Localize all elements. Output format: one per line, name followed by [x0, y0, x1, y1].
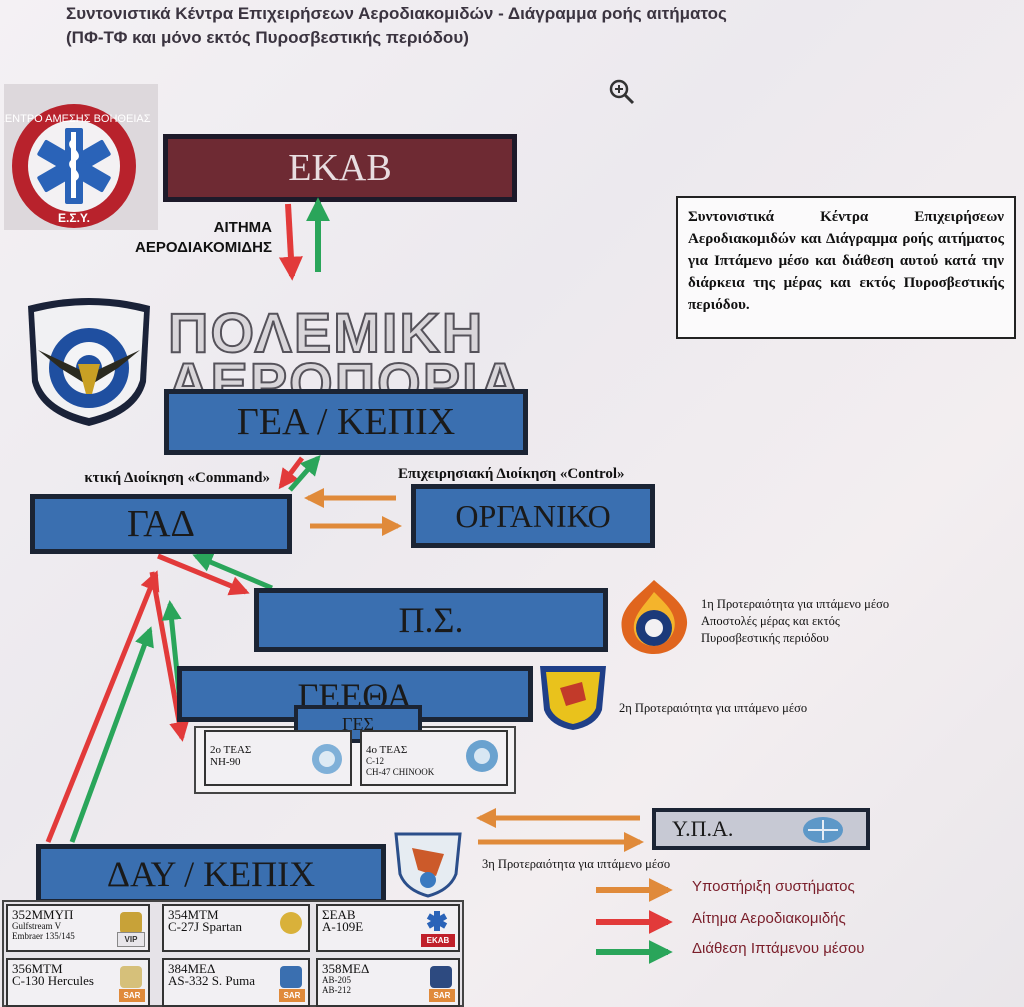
- ekab-logo-ring-text: ΚΕΝΤΡΟ ΑΜΕΣΗΣ ΒΟΗΘΕΙΑΣ: [4, 113, 151, 125]
- squadron-aircraft-2: Embraer 135/145: [12, 931, 75, 941]
- squadron-aircraft: Gulfstream V: [12, 921, 62, 931]
- squadron-badge-icon: [466, 740, 498, 772]
- command-label: κτική Διοίκηση «Command»: [84, 470, 270, 486]
- zoom-in-icon[interactable]: [608, 78, 636, 106]
- squadron-aircraft: C-130 Hercules: [12, 973, 94, 988]
- hndgs-emblem: [540, 666, 606, 730]
- priority-1-line1: 1η Προτεραιότητα για ιπτάμενο μέσο: [701, 597, 890, 611]
- priority-1-line3: Πυροσβεστικής περιόδου: [701, 631, 829, 645]
- request-label-line1: ΑΙΤΗΜΑ: [213, 219, 272, 236]
- squadron-aircraft: AB-205: [322, 975, 351, 985]
- army-unit-aircraft-2: CH-47 CHINOOK: [366, 767, 435, 777]
- priority-1: 1η Προτεραιότητα για ιπτάμενο μέσο Αποστ…: [701, 596, 889, 647]
- squadron-name: 384ΜΕΔ: [168, 961, 216, 976]
- squadron-card[interactable]: 352ΜΜΥΠ Gulfstream V Embraer 135/145 VIP: [6, 904, 150, 952]
- squadron-card[interactable]: 384ΜΕΔ AS-332 S. Puma SAR: [162, 958, 310, 1007]
- arrow-dispatch-gad-gea: [288, 454, 321, 492]
- army-unit-aircraft: C-12: [366, 756, 384, 766]
- node-gad[interactable]: ΓΑΔ: [30, 494, 292, 554]
- squadron-aircraft: AS-332 S. Puma: [168, 973, 256, 988]
- priority-2: 2η Προτεραιότητα για ιπτάμενο μέσο: [619, 701, 808, 715]
- squadron-tag: SAR: [279, 989, 305, 1002]
- node-ps-label: Π.Σ.: [398, 600, 464, 640]
- squadron-badge-icon: [280, 966, 302, 988]
- army-unit-aircraft: NH-90: [210, 756, 241, 768]
- arrow-request-gad-ps: [157, 553, 250, 596]
- day-emblem: [394, 832, 462, 898]
- legend-request: Αίτημα Αεροδιακομιδής: [692, 910, 846, 927]
- squadron-aircraft-2: AB-212: [322, 985, 351, 995]
- squadron-card[interactable]: ΣΕΑΒ A-109E ΕΚΑΒ: [316, 904, 460, 952]
- fire-service-emblem: [621, 580, 688, 654]
- squadron-badge-icon: [430, 966, 452, 988]
- squadron-badge-icon: [120, 966, 142, 988]
- arrow-dispatch-day-gad: [69, 626, 154, 843]
- ekab-logo: ΚΕΝΤΡΟ ΑΜΕΣΗΣ ΒΟΗΘΕΙΑΣ Ε.Σ.Υ.: [4, 84, 158, 230]
- squadron-tag: SAR: [429, 989, 455, 1002]
- army-unit-card[interactable]: 4ο ΤΕΑΣ C-12 CH-47 CHINOOK: [360, 730, 508, 786]
- node-organiko[interactable]: ΟΡΓΑΝΙΚΟ: [411, 484, 655, 548]
- squadron-tag: VIP: [117, 932, 145, 947]
- arrow-request-gea-gad: [278, 456, 304, 490]
- squadron-name: ΣΕΑΒ: [322, 907, 356, 922]
- ypa-logo: [803, 817, 843, 843]
- node-ges-label: ΓΕΣ: [342, 713, 374, 734]
- squadron-aircraft: C-27J Spartan: [168, 919, 243, 934]
- army-unit-name: 2ο ΤΕΑΣ: [210, 744, 252, 756]
- arrow-dispatch-ps-gad: [192, 552, 273, 591]
- air-force-wordmark-2: ΑΕΡΟΠΟΡΙΑ: [168, 354, 523, 390]
- node-organiko-label: ΟΡΓΑΝΙΚΟ: [455, 497, 611, 534]
- node-ps[interactable]: Π.Σ.: [254, 588, 608, 652]
- squadron-badge-icon: [280, 912, 302, 934]
- squadron-name: 354ΜΤΜ: [168, 907, 219, 922]
- priority-1-line2: Αποστολές μέρας και εκτός: [701, 614, 840, 628]
- squadron-name: 352ΜΜΥΠ: [12, 907, 74, 922]
- arrow-request-ekab-gea: [278, 203, 303, 281]
- army-unit-name: 4ο ΤΕΑΣ: [366, 744, 408, 756]
- squadron-card[interactable]: 354ΜΤΜ C-27J Spartan: [162, 904, 310, 952]
- node-gad-label: ΓΑΔ: [127, 503, 195, 545]
- priority-3: 3η Προτεραιότητα για ιπτάμενο μέσο: [482, 857, 671, 871]
- node-ypa[interactable]: Υ.Π.Α.: [652, 808, 870, 850]
- legend-support: Υποστήριξη συστήματος: [692, 878, 855, 895]
- squadron-tag: ΕΚΑΒ: [421, 934, 455, 947]
- air-force-wordmark-1: ΠΟΛΕΜΙΚΗ: [167, 301, 485, 364]
- army-unit-card[interactable]: 2ο ΤΕΑΣ NH-90: [204, 730, 352, 786]
- squadron-card[interactable]: 356ΜΤΜ C-130 Hercules SAR: [6, 958, 150, 1007]
- squadron-name: 356ΜΤΜ: [12, 961, 63, 976]
- squadron-aircraft: A-109E: [322, 919, 364, 934]
- node-ypa-label: Υ.Π.Α.: [672, 816, 734, 841]
- squadron-name: 358ΜΕΔ: [322, 961, 370, 976]
- ekab-logo-bottom-text: Ε.Σ.Υ.: [58, 211, 90, 225]
- node-day-label: ΔΑΥ / ΚΕΠΙΧ: [106, 854, 316, 894]
- squadron-badge-icon: [312, 744, 342, 774]
- description-note: Συντονιστικά Κέντρα Επιχειρήσεων Αεροδια…: [676, 196, 1016, 339]
- request-label: ΑΙΤΗΜΑ ΑΕΡΟΔΙΑΚΟΜΙΔΗΣ: [60, 218, 272, 258]
- node-gea-kepix[interactable]: ΓΕΑ / ΚΕΠΙΧ: [164, 389, 528, 455]
- squadron-tag: SAR: [119, 989, 145, 1002]
- node-gea-label: ΓΕΑ / ΚΕΠΙΧ: [236, 401, 456, 443]
- page-subtitle: (ΠΦ-ΤΦ και μόνο εκτός Πυροσβεστικής περι…: [66, 28, 469, 47]
- squadron-card[interactable]: 358ΜΕΔ AB-205 AB-212 SAR: [316, 958, 460, 1007]
- request-label-line2: ΑΕΡΟΔΙΑΚΟΜΙΔΗΣ: [135, 239, 272, 256]
- node-ekab[interactable]: ΕΚΑΒ: [163, 134, 517, 202]
- star-of-life-icon: [426, 911, 448, 931]
- node-ekab-label: ΕΚΑΒ: [288, 147, 392, 189]
- control-label: Επιχειρησιακή Διοίκηση «Control»: [398, 466, 625, 482]
- page-title: Συντονιστικά Κέντρα Επιχειρήσεων Αεροδια…: [66, 4, 727, 23]
- air-force-emblem: [28, 298, 150, 426]
- squadron-badge-icon: [120, 912, 142, 934]
- node-day-kepix[interactable]: ΔΑΥ / ΚΕΠΙΧ: [36, 844, 386, 904]
- arrow-request-day-gad: [45, 570, 160, 843]
- legend-dispatch: Διάθεση Ιπτάμενου μέσου: [692, 940, 865, 957]
